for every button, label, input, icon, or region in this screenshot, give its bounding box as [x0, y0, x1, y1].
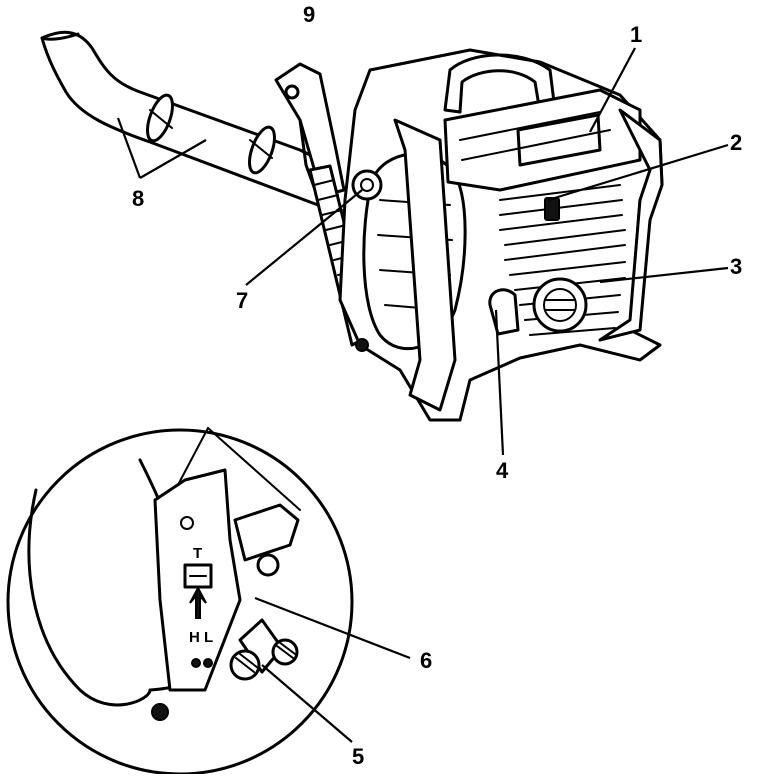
callouts: 1 2 3 4 5 6 7 8 9 [132, 2, 742, 769]
leader-lines [116, 47, 729, 743]
callout-6: 6 [420, 648, 432, 673]
callout-8: 8 [132, 186, 144, 211]
callout-7: 7 [236, 288, 248, 313]
callout-4: 4 [496, 458, 509, 483]
callout-5: 5 [352, 744, 364, 769]
callout-9: 9 [303, 2, 315, 27]
inset-marking-t: T [193, 545, 202, 562]
inset-marking-hl: H L [189, 629, 213, 646]
callout-2: 2 [730, 130, 742, 155]
blower-pipe [40, 30, 332, 207]
carburetor-inset: T H L [6, 427, 354, 776]
blower-body [338, 48, 664, 422]
callout-1: 1 [630, 22, 642, 47]
callout-3: 3 [730, 254, 742, 279]
